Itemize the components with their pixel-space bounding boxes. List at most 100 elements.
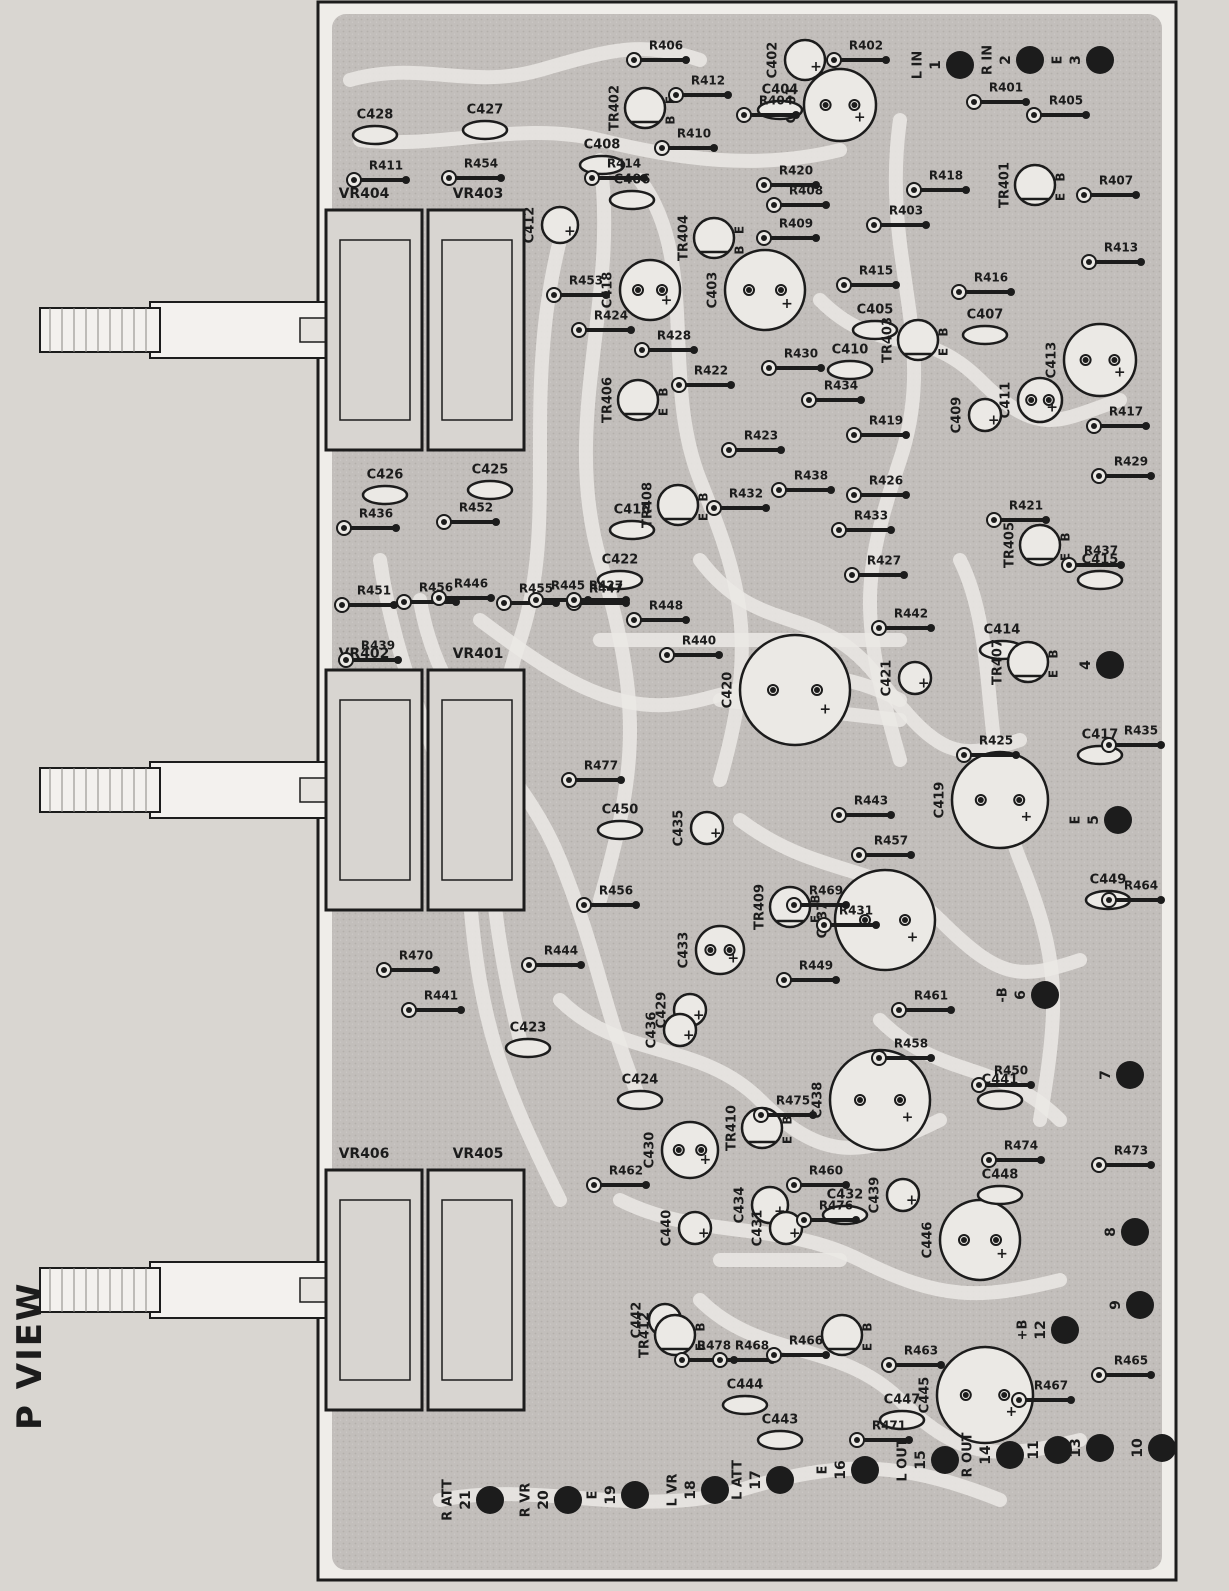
terminal-number: 15	[913, 1450, 929, 1469]
resistor: R415	[836, 264, 900, 293]
pad-hole	[726, 947, 733, 953]
resistor-lead-end	[1157, 741, 1165, 749]
terminal-pad: 19E	[586, 1481, 649, 1509]
cap-ref-label: C403	[706, 272, 721, 309]
resistor: R412	[668, 74, 732, 103]
resistor: R442	[871, 607, 935, 636]
resistor-ref-label: R471	[872, 1419, 906, 1433]
terminal-number: 2	[998, 55, 1014, 65]
pad-hole	[707, 947, 714, 953]
cap-ref-label: C424	[622, 1073, 659, 1088]
terminal-pad: 11	[1026, 1436, 1072, 1464]
cap-ref-label: C433	[677, 932, 692, 969]
cap-ref-label: C436	[645, 1012, 660, 1049]
resistor-lead-end	[710, 144, 718, 152]
resistor-ref-label: R422	[694, 364, 728, 378]
resistor-lead-end	[1082, 111, 1090, 119]
transistor-body	[616, 378, 660, 422]
terminal-pad: 1L IN	[911, 51, 974, 79]
resistor-ref-label: R406	[649, 39, 683, 53]
pad-hole	[776, 487, 782, 493]
terminal-pad: 10	[1130, 1434, 1176, 1462]
resistor: R456	[396, 581, 460, 610]
electrolytic-capacitor: +C433	[677, 924, 746, 976]
resistor-lead-end	[962, 186, 970, 194]
cap-ref-label: C427	[467, 103, 504, 118]
resistor-lead-end	[900, 571, 908, 579]
resistor: R477	[561, 759, 625, 788]
resistor: R467	[1011, 1379, 1075, 1408]
cap-polarity-mark: +	[1021, 809, 1033, 825]
resistor: R401	[966, 81, 1030, 110]
resistor: R436	[336, 507, 400, 536]
pad-hole	[1096, 1372, 1102, 1378]
pad-hole	[566, 777, 572, 783]
terminal-pad: 17L ATT	[731, 1460, 794, 1500]
resistor: R409	[756, 217, 820, 246]
cap-body	[783, 38, 827, 82]
terminal-dot	[701, 1476, 729, 1504]
resistor-lead-end	[872, 921, 880, 929]
resistor-ref-label: R457	[874, 834, 908, 848]
terminal-pad: 9	[1108, 1291, 1154, 1319]
resistor-ref-label: R447	[589, 582, 623, 596]
resistor-ref-label: R437	[1084, 544, 1118, 558]
pad-hole	[1106, 897, 1112, 903]
pad-hole	[711, 505, 717, 511]
pot-inner-b	[441, 239, 513, 421]
pot-ref-b: VR405	[453, 1146, 504, 1162]
resistor-ref-label: R405	[1049, 94, 1083, 108]
cap-ref-label: C420	[721, 672, 736, 709]
terminal-name: R IN	[981, 45, 996, 75]
cap-polarity-mark: +	[902, 1110, 914, 1126]
pad-hole	[911, 187, 917, 193]
resistor: R432	[706, 487, 770, 516]
pad-hole	[675, 1147, 682, 1153]
cap-body	[1016, 376, 1064, 424]
terminal-dot	[1104, 806, 1132, 834]
cap-body	[351, 124, 399, 146]
resistor-ref-label: R473	[1114, 1144, 1148, 1158]
cap-body	[596, 819, 644, 841]
pad-hole	[1096, 473, 1102, 479]
resistor-ref-label: R432	[729, 487, 763, 501]
electrolytic-capacitor: +C430	[643, 1120, 720, 1180]
electrolytic-capacitor: +C437	[816, 868, 937, 972]
pad-hole	[526, 962, 532, 968]
pot-body-a	[324, 668, 424, 912]
copper-trace	[873, 1013, 1067, 1127]
resistor: R474	[981, 1139, 1045, 1168]
ceramic-capacitor: C408	[578, 138, 626, 176]
transistor-pin-label: E	[861, 1343, 875, 1351]
transistor-pin-label: B	[1047, 649, 1061, 658]
electrolytic-capacitor: +C446	[921, 1198, 1022, 1282]
resistor: R405	[1026, 94, 1090, 123]
transistor-pin-label: B	[937, 327, 951, 336]
resistor-lead-end	[492, 518, 500, 526]
resistor-lead-end	[922, 221, 930, 229]
terminal-name: -B	[996, 987, 1011, 1002]
pad-hole	[1096, 1162, 1102, 1168]
cap-ref-label: C416	[614, 503, 651, 518]
resistor-lead-end	[762, 504, 770, 512]
terminal-pad: 18L VR	[666, 1474, 729, 1506]
cap-polarity-mark: +	[700, 1152, 712, 1168]
resistor: R424	[571, 309, 635, 338]
pad-hole	[841, 282, 847, 288]
pad-hole	[854, 1437, 860, 1443]
resistor: R433	[831, 509, 895, 538]
pad-hole	[977, 797, 984, 803]
resistor: R435	[1101, 724, 1165, 753]
pad-hole	[758, 1112, 764, 1118]
resistor-ref-label: R467	[1034, 1379, 1068, 1393]
resistor: R458	[871, 1037, 935, 1066]
resistor: R446	[431, 577, 495, 606]
pad-hole	[857, 1097, 863, 1103]
cap-ref-label: C408	[584, 138, 621, 153]
resistor-lead-end	[927, 624, 935, 632]
resistor: R453	[546, 274, 610, 303]
